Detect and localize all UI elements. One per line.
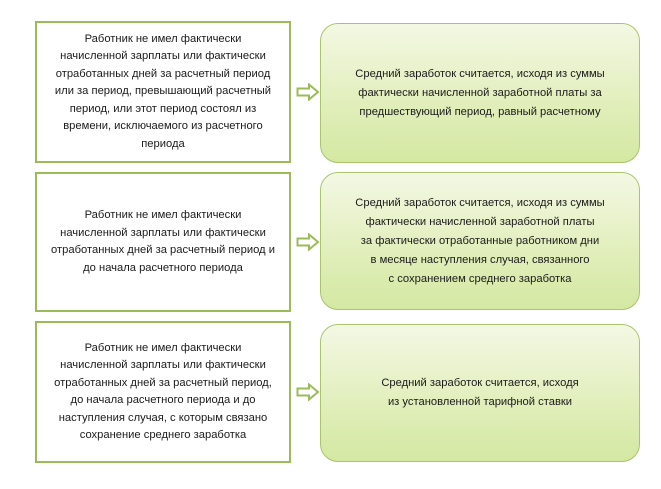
result-line: Средний заработок считается, исходя из с… bbox=[355, 196, 605, 209]
arrow-right-icon bbox=[296, 383, 320, 401]
result-text-1: Средний заработок считается, исходя из с… bbox=[355, 65, 604, 122]
condition-line: начисленной зарплаты или фактически bbox=[60, 226, 266, 239]
condition-box-3: Работник не имел фактически начисленной … bbox=[35, 321, 291, 463]
condition-line: наступления случая, с которым связано bbox=[58, 411, 268, 424]
condition-box-1: Работник не имел фактически начисленной … bbox=[35, 21, 291, 163]
condition-box-2: Работник не имел фактически начисленной … bbox=[35, 172, 291, 312]
condition-line: времени, исключаемого из расчетного bbox=[63, 120, 263, 133]
result-box-2: Средний заработок считается, исходя из с… bbox=[320, 172, 640, 310]
condition-line: Работник не имел фактически bbox=[84, 32, 242, 45]
condition-line: отработанных дней за расчетный период, bbox=[54, 376, 272, 389]
result-line: за фактически отработанные работником дн… bbox=[360, 234, 600, 247]
condition-line: Работник не имел фактически bbox=[84, 341, 242, 354]
result-line: фактически начисленной заработной платы … bbox=[358, 86, 602, 99]
condition-text-3: Работник не имел фактически начисленной … bbox=[54, 340, 272, 445]
arrow-right-icon bbox=[296, 233, 320, 251]
result-text-2: Средний заработок считается, исходя из с… bbox=[355, 194, 604, 289]
result-box-3: Средний заработок считается, исходя из у… bbox=[320, 324, 640, 462]
result-box-1: Средний заработок считается, исходя из с… bbox=[320, 23, 640, 163]
result-line: из установленной тарифной ставки bbox=[387, 396, 573, 408]
result-text-3: Средний заработок считается, исходя из у… bbox=[381, 374, 578, 412]
result-line: Средний заработок считается, исходя bbox=[381, 377, 579, 389]
result-line: фактически начисленной заработной платы bbox=[365, 215, 595, 228]
condition-line: Работник не имел фактически bbox=[84, 209, 242, 221]
arrow-right-icon bbox=[296, 83, 320, 101]
result-line: в месяце наступления случая, связанного bbox=[370, 253, 590, 266]
condition-line: период, или этот период состоял из bbox=[69, 102, 257, 115]
result-line: с сохранением среднего заработка bbox=[388, 272, 572, 285]
condition-line: начисленной зарплаты или фактически bbox=[60, 359, 266, 371]
condition-line: начисленной зарплаты или фактически bbox=[60, 50, 266, 63]
condition-line: или за период, превышающий расчетный bbox=[54, 85, 272, 98]
condition-line: до начала расчетного периода bbox=[83, 261, 243, 274]
condition-line: отработанных дней за расчетный период bbox=[55, 67, 271, 80]
result-line: предшествующий период, равный расчетному bbox=[359, 105, 601, 118]
condition-text-1: Работник не имел фактически начисленной … bbox=[55, 31, 271, 154]
condition-line: сохранение среднего заработка bbox=[79, 429, 247, 441]
result-line: Средний заработок считается, исходя из с… bbox=[355, 67, 605, 80]
condition-line: до начала расчетного периода и до bbox=[70, 394, 256, 406]
condition-text-2: Работник не имел фактически начисленной … bbox=[51, 207, 275, 277]
condition-line: периода bbox=[141, 137, 185, 150]
condition-line: отработанных дней за расчетный период и bbox=[51, 244, 275, 256]
